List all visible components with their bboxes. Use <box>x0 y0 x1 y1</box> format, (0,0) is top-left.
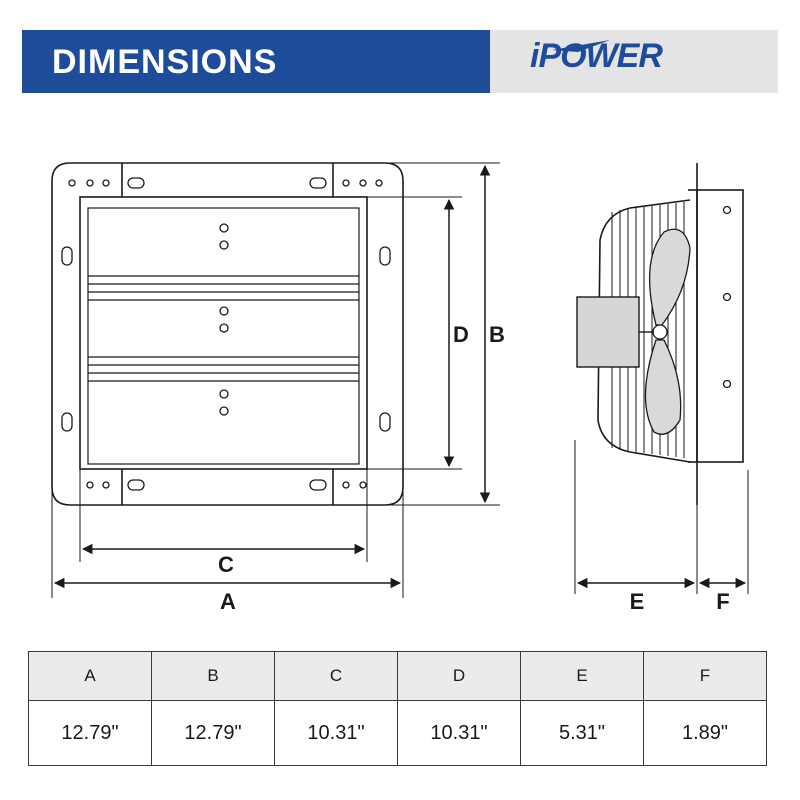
fan-blade-lower <box>644 339 682 435</box>
table-header-cell: D <box>397 651 521 701</box>
side-view <box>576 163 744 505</box>
page-title: DIMENSIONS <box>52 43 278 81</box>
front-view <box>51 162 404 506</box>
shutter-opening <box>79 196 368 470</box>
label-b: B <box>489 322 505 347</box>
label-e: E <box>630 589 645 614</box>
label-f: F <box>716 589 729 614</box>
mounting-slots <box>61 177 391 491</box>
table-header-cell: F <box>643 651 767 701</box>
table-header-cell: B <box>151 651 275 701</box>
screw-holes <box>68 179 383 489</box>
table-cell: 12.79" <box>28 700 152 766</box>
header-bar: DIMENSIONS iPOWER <box>22 30 778 93</box>
fan-blade-upper <box>649 228 691 326</box>
header-title-panel: DIMENSIONS <box>22 30 490 93</box>
brand-panel: iPOWER <box>490 30 778 93</box>
side-mounting-plate <box>696 189 744 463</box>
label-a: A <box>220 589 236 614</box>
louver-2 <box>88 356 359 382</box>
louver-1 <box>88 275 359 301</box>
brand-logo-icon <box>552 40 610 52</box>
table-cell: 12.79" <box>151 700 275 766</box>
mounting-frame <box>51 162 404 506</box>
table-header-cell: E <box>520 651 644 701</box>
fan-motor <box>576 296 640 368</box>
brand-name: iPOWER <box>530 37 663 75</box>
table-row: 12.79" 12.79" 10.31" 10.31" 5.31" 1.89" <box>28 700 767 766</box>
dimension-arrows <box>53 164 747 589</box>
table-cell: 5.31" <box>520 700 644 766</box>
shutter-inner <box>87 207 360 465</box>
table-header-row: A B C D E F <box>28 651 767 701</box>
table-cell: 10.31" <box>397 700 521 766</box>
brand-logo-text: iPOWER <box>530 36 663 76</box>
table-header-cell: C <box>274 651 398 701</box>
table-header-cell: A <box>28 651 152 701</box>
table-cell: 1.89" <box>643 700 767 766</box>
table-cell: 10.31" <box>274 700 398 766</box>
label-d: D <box>453 322 469 347</box>
label-c: C <box>218 552 234 577</box>
fan-dimension-diagram: A B C D E F <box>51 162 749 614</box>
dimensions-table: A B C D E F 12.79" 12.79" 10.31" 10.31" … <box>28 651 767 766</box>
